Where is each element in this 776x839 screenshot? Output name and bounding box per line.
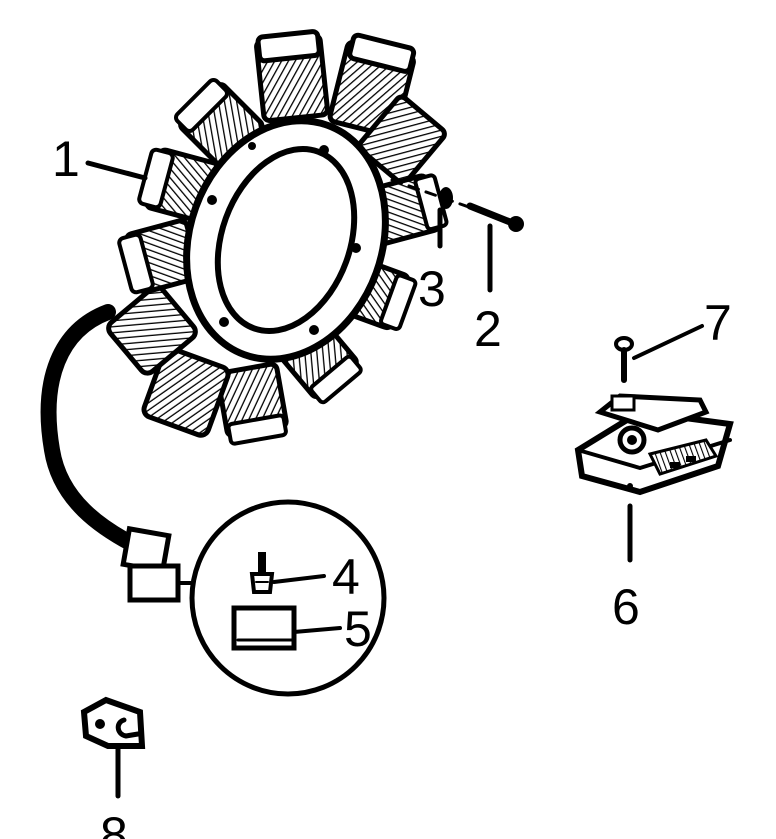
module-screw xyxy=(614,324,704,383)
leader-line-7 xyxy=(632,324,704,360)
stator-screw xyxy=(390,178,524,293)
leader-line-5 xyxy=(292,626,342,634)
regulator-module xyxy=(574,393,734,496)
leader-line-4 xyxy=(272,574,326,584)
stator-assembly xyxy=(40,29,449,603)
callout-2: 2 xyxy=(474,301,502,357)
callout-1: 1 xyxy=(52,131,80,187)
leader-line-1 xyxy=(85,160,148,181)
wire-harness xyxy=(40,304,194,603)
callout-8: 8 xyxy=(100,807,128,839)
lock-washer xyxy=(437,187,453,249)
callout-7: 7 xyxy=(704,295,732,351)
stator-ring xyxy=(183,117,389,363)
stator-coils xyxy=(106,29,449,446)
callout-6: 6 xyxy=(612,579,640,635)
connector-detail-circle xyxy=(189,499,387,697)
callout-3: 3 xyxy=(418,261,446,317)
wire-clamp xyxy=(80,696,146,749)
connector-block xyxy=(231,605,297,651)
callout-4: 4 xyxy=(332,549,360,605)
terminal-pin xyxy=(249,552,275,594)
callout-5: 5 xyxy=(344,601,372,657)
